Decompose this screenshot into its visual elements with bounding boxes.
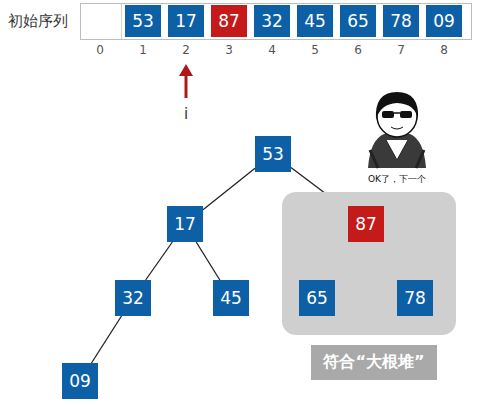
node-value: 87 [218,11,240,31]
tree-node: 65 [299,280,335,316]
index-number: 5 [311,43,319,57]
node-value: 09 [433,11,455,31]
node-value: 78 [390,11,412,31]
node-value: 78 [404,288,426,308]
sequence-title: 初始序列 [8,12,68,31]
node-value: 65 [347,11,369,31]
cell-divider [121,4,122,39]
array-cell: 65 [340,5,376,37]
index-number: 4 [268,43,276,57]
node-value: 32 [261,11,283,31]
node-value: 17 [175,11,197,31]
node-value: 65 [306,288,328,308]
node-value: 09 [69,371,91,391]
node-value: 45 [220,288,242,308]
tree-node: 53 [255,136,291,172]
array-cell: 78 [383,5,419,37]
node-value: 17 [174,214,196,234]
speech-text: OK了，下一个 [368,173,426,186]
node-value: 53 [132,11,154,31]
heap-region: 符合“大根堆”876578 [282,192,456,335]
tree-node: 78 [397,280,433,316]
array-cell: 32 [254,5,290,37]
index-number: 2 [182,43,190,57]
index-number: 8 [440,43,448,57]
node-value: 87 [355,214,377,234]
pointer-arrowhead [179,64,193,76]
region-caption: 符合“大根堆” [311,345,436,380]
array-cell: 09 [426,5,462,37]
index-number: 0 [96,43,104,57]
array-cell: 53 [125,5,161,37]
array-frame [81,4,472,40]
index-number: 1 [139,43,147,57]
tree-edge [146,242,173,280]
tree-edge [91,316,121,363]
cartoon-figure [368,92,426,168]
array-cell: 45 [297,5,333,37]
tree-node: 45 [213,280,249,316]
index-number: 3 [225,43,233,57]
array-cell: 87 [211,5,247,37]
node-value: 32 [122,288,144,308]
tree-node: 17 [167,206,203,242]
index-number: 7 [397,43,405,57]
node-value: 53 [262,144,284,164]
tree-node: 87 [348,206,384,242]
tree-node: 09 [62,363,98,399]
array-cell: 17 [168,5,204,37]
tree-edge [196,242,220,280]
tree-edge [203,168,255,209]
tree-node: 32 [115,280,151,316]
index-number: 6 [354,43,362,57]
node-value: 45 [304,11,326,31]
pointer-label: i [184,105,188,123]
